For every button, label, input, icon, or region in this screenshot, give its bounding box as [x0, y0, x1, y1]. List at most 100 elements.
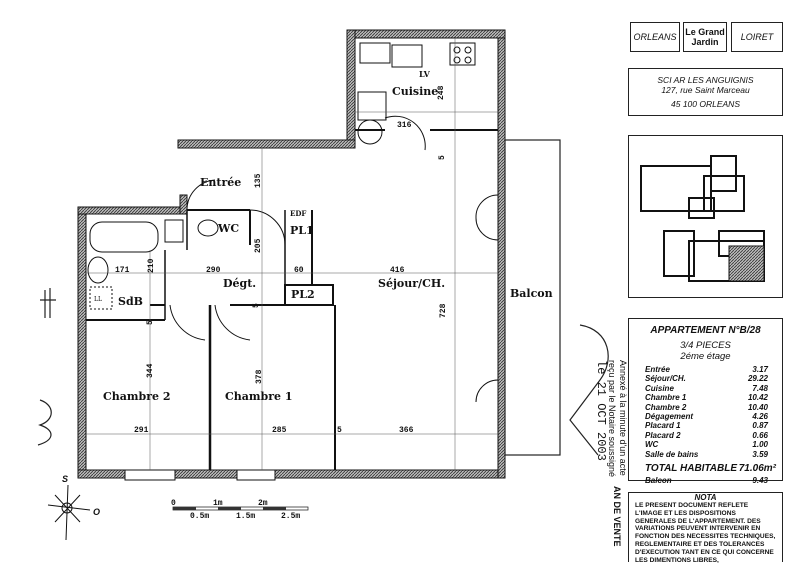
area-row: Chambre 2 10.40	[629, 403, 782, 412]
handwritten-marks	[37, 288, 609, 456]
area-value: 10.40	[747, 402, 768, 412]
area-row: Entrée 3.17	[629, 365, 782, 374]
room-label-balcon: Balcon	[510, 287, 553, 300]
room-label-sdb: SdB	[118, 295, 143, 308]
region-box: LOIRET	[731, 22, 783, 52]
compass-rose-icon: S O	[47, 474, 100, 541]
room-label-chambre1: Chambre 1	[225, 390, 293, 403]
dimension: 378	[255, 369, 264, 384]
room-label-degt: Dégt.	[223, 277, 256, 290]
area-row: Placard 1 0.87	[629, 421, 782, 430]
scale-tick: 0	[171, 499, 176, 508]
apartment-pieces: 3/4 PIECES	[680, 340, 731, 351]
area-row: Dégagement 4.26	[629, 412, 782, 421]
area-room: Salle de bains	[645, 449, 699, 459]
stamp-line: Annexé à la minute d'un acte	[618, 360, 628, 476]
apartment-floor: 2éme étage	[680, 351, 731, 362]
dimension: 5	[146, 320, 155, 325]
area-room: Cuisine	[645, 383, 674, 393]
area-value: 3.17	[752, 365, 768, 374]
notary-stamp: Annexé à la minute d'un acte reçu par le…	[594, 360, 628, 477]
dimension: 5	[337, 426, 342, 435]
room-label-chambre2: Chambre 2	[103, 390, 171, 403]
total-row: TOTAL HABITABLE 71.06m²	[629, 463, 782, 475]
dimension: 316	[397, 121, 412, 130]
dimension: 416	[390, 266, 405, 275]
dimension: 344	[146, 363, 155, 378]
area-value: 1.00	[752, 440, 768, 450]
area-value: 4.26	[752, 412, 768, 422]
dimension: 171	[115, 266, 130, 275]
scale-tick: 2m	[258, 499, 268, 508]
balcony-value: 9.43	[752, 476, 768, 486]
scale-tick: 0.5m	[190, 512, 209, 521]
area-room: Entrée	[645, 365, 670, 374]
city-box: ORLEANS	[630, 22, 680, 52]
total-value: 71.06m²	[738, 463, 776, 475]
area-room: Chambre 1	[645, 393, 687, 403]
dimension: 728	[439, 303, 448, 318]
scale-tick: 2.5m	[281, 512, 300, 521]
dimension: 5	[252, 303, 261, 308]
compass-west: O	[93, 507, 100, 517]
total-label: TOTAL HABITABLE	[645, 463, 738, 475]
address-box: SCI AR LES ANGUIGNIS 127, rue Saint Marc…	[628, 68, 783, 116]
dimension: 366	[399, 426, 414, 435]
scale-bar: 0 1m 2m 0.5m 1.5m 2.5m	[171, 499, 309, 521]
stamp-date: le 21 OCT 2003	[594, 360, 608, 461]
nota-box: NOTA LE PRESENT DOCUMENT REFLETE L'IMAGE…	[628, 492, 783, 564]
balcony-row: Balcon 9.43	[629, 476, 782, 485]
dimensions: 248 316 5 135 205 210 171 290 60 416 728…	[115, 85, 448, 435]
interior-walls	[86, 129, 498, 470]
project-box: Le Grand Jardin	[683, 22, 727, 52]
dimension: 290	[206, 266, 221, 275]
scale-tick: 1m	[213, 499, 223, 508]
nota-text: LE PRESENT DOCUMENT REFLETE L'IMAGE ET L…	[635, 502, 776, 564]
area-row: Séjour/CH. 29.22	[629, 374, 782, 383]
dimension: 60	[294, 266, 304, 275]
apartment-title: APPARTEMENT N°B/28	[650, 325, 761, 336]
fixtures	[87, 42, 499, 481]
room-label-ll: LL	[94, 296, 102, 303]
building-keyplan	[628, 135, 783, 298]
room-label-entree: Entrée	[200, 176, 241, 189]
room-label-lv: LV	[419, 69, 431, 79]
apartment-summary: APPARTEMENT N°B/28 3/4 PIECES 2éme étage…	[628, 318, 783, 485]
company-name: SCI AR LES ANGUIGNIS	[657, 75, 754, 85]
balcony-label: Balcon	[645, 476, 672, 486]
area-value: 7.48	[752, 383, 768, 393]
area-row: Cuisine 7.48	[629, 384, 782, 393]
area-room: Séjour/CH.	[645, 374, 686, 384]
dimension: 291	[134, 426, 149, 435]
area-row: Salle de bains 3.59	[629, 450, 782, 459]
room-label-pl1: PL1	[290, 224, 314, 237]
dimension: 205	[254, 238, 263, 253]
sale-label: AN DE VENTE	[612, 486, 622, 547]
area-room: Chambre 2	[645, 402, 687, 412]
area-value: 29.22	[747, 374, 768, 384]
balcony-outline	[504, 139, 561, 456]
postal-city: 45 100 ORLEANS	[671, 99, 740, 109]
area-room: Placard 1	[645, 421, 681, 431]
area-room: Dégagement	[645, 412, 694, 422]
area-value: 0.87	[752, 421, 768, 431]
nota-title: NOTA	[694, 493, 717, 502]
room-label-edf: EDF	[290, 209, 306, 218]
compass-south: S	[62, 474, 68, 484]
area-room: WC	[645, 440, 659, 450]
scale-tick: 1.5m	[236, 512, 255, 521]
dimension-lines	[86, 38, 498, 470]
area-value: 3.59	[752, 449, 768, 459]
area-room: Placard 2	[645, 430, 681, 440]
room-label-wc: WC	[217, 222, 239, 235]
dimension: 135	[254, 173, 263, 188]
dimension: 248	[437, 85, 446, 100]
dimension: 285	[272, 426, 287, 435]
area-row: WC 1.00	[629, 440, 782, 449]
keyplan-drawing	[640, 155, 765, 282]
dimension: 210	[147, 258, 156, 273]
room-label-cuisine: Cuisine	[392, 85, 438, 98]
